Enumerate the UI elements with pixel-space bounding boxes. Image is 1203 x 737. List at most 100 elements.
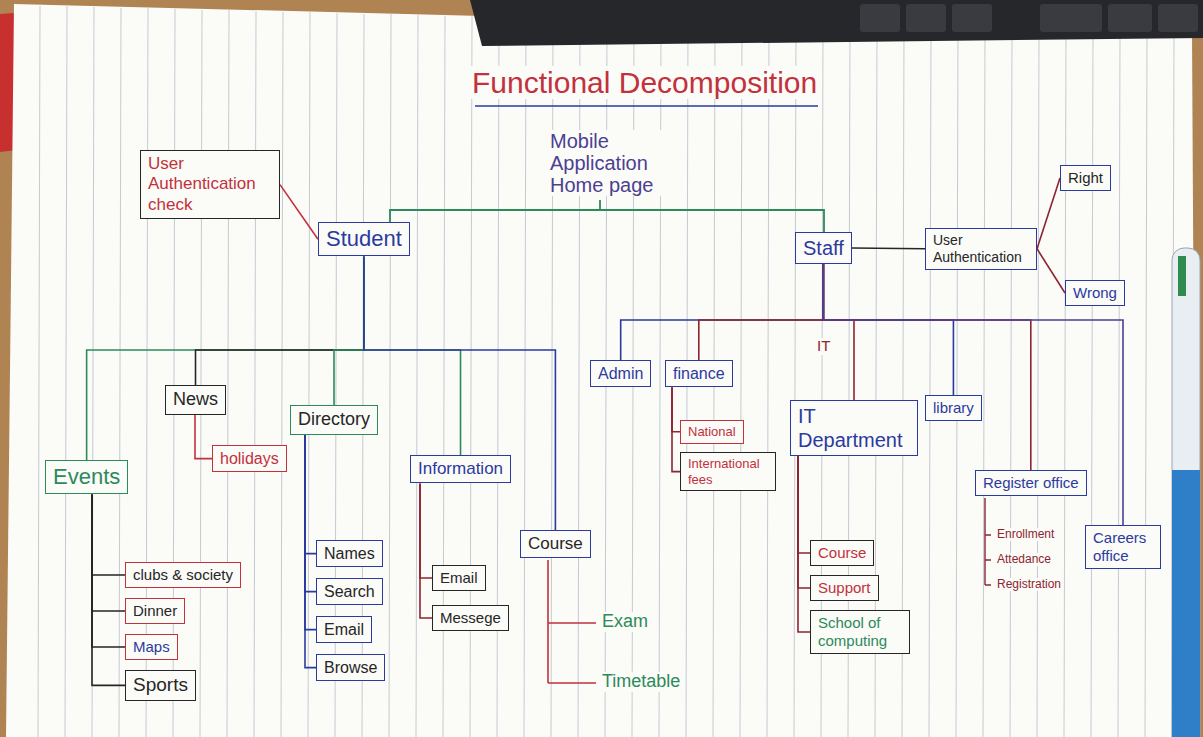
box-text: Names <box>324 544 375 563</box>
key <box>1040 4 1102 32</box>
paper-rule <box>65 6 67 737</box>
process-box: Browse <box>316 654 385 681</box>
box-text: Email <box>324 620 364 639</box>
course-leader-lines <box>548 560 596 683</box>
connector-line <box>364 256 461 455</box>
register-leader-lines <box>985 498 991 585</box>
box-text: Directory <box>298 409 370 431</box>
paper-rule <box>659 21 661 737</box>
paper-rule <box>38 6 40 737</box>
connector-line <box>305 435 316 668</box>
connector-line <box>92 494 125 685</box>
paper-rule <box>929 28 931 737</box>
process-box: News <box>165 385 226 415</box>
box-text: Messege <box>440 609 501 627</box>
branch-label: IT <box>815 338 832 355</box>
paper-rule <box>281 12 283 737</box>
connector-line <box>420 483 432 618</box>
box-text: holidays <box>220 449 279 468</box>
process-box: Email <box>432 565 486 591</box>
connector-line <box>823 264 953 395</box>
process-box: School of computing <box>810 610 910 654</box>
connector-line <box>852 247 925 249</box>
connector-line <box>823 264 854 400</box>
process-box: Information <box>410 455 511 483</box>
process-box: Course <box>520 530 591 558</box>
key <box>952 4 992 32</box>
box-text: Dinner <box>133 602 177 620</box>
process-box: Register office <box>975 470 1087 496</box>
paper-rule <box>1010 30 1012 737</box>
connector-line <box>798 456 810 632</box>
home-branch-line <box>390 200 824 232</box>
process-box: holidays <box>212 445 287 472</box>
connector-line <box>305 435 316 592</box>
connector-line <box>364 256 555 530</box>
connector-line <box>420 483 432 578</box>
box-text: clubs & society <box>133 566 233 584</box>
process-box: Support <box>810 575 879 601</box>
keyboard <box>470 0 1203 46</box>
box-text: Staff <box>803 236 844 260</box>
paper-rule <box>1118 32 1120 737</box>
process-box: Maps <box>125 634 178 660</box>
title-underline <box>475 105 818 106</box>
paper-rule <box>983 29 985 737</box>
connector-line <box>305 435 316 630</box>
leaf-label: Enrollment <box>995 528 1056 541</box>
process-box: clubs & society <box>125 562 241 588</box>
box-text: International fees <box>688 456 768 487</box>
process-box: Student <box>318 222 410 256</box>
paper-rule <box>254 11 256 737</box>
connector-line <box>621 264 824 360</box>
box-text: Register office <box>983 474 1079 492</box>
box-text: User Authentication check <box>148 154 272 215</box>
connector-line <box>92 494 125 647</box>
paper-rule <box>389 14 391 737</box>
process-box: User Authentication <box>925 228 1037 270</box>
box-text: Course <box>818 544 866 562</box>
paper-rule <box>740 23 742 737</box>
paper-rule <box>173 9 175 737</box>
box-text: Maps <box>133 638 170 656</box>
paper-rule <box>1064 31 1066 737</box>
process-box: Wrong <box>1065 280 1125 306</box>
process-box: Messege <box>432 605 509 631</box>
paper-sheet <box>6 4 1196 737</box>
process-box: Dinner <box>125 598 185 624</box>
box-text: library <box>933 399 974 417</box>
connector-line <box>305 435 316 554</box>
box-text: IT Department <box>798 404 910 452</box>
leaf-label: Timetable <box>600 672 682 692</box>
process-box: Sports <box>125 670 196 701</box>
paper-rule <box>308 12 310 737</box>
process-box: Right <box>1060 165 1111 191</box>
box-text: National <box>688 424 736 440</box>
paper-rule <box>119 8 121 737</box>
pen-clip <box>1178 256 1186 296</box>
connector-line <box>1037 178 1060 249</box>
box-text: Support <box>818 579 871 597</box>
pen-grip <box>1172 470 1200 737</box>
box-text: Admin <box>598 364 643 383</box>
process-box: Careers office <box>1085 525 1161 569</box>
connector-line <box>92 494 125 611</box>
process-box: User Authentication check <box>140 150 280 219</box>
process-box: finance <box>665 360 733 387</box>
process-box: Course <box>810 540 874 566</box>
process-box: library <box>925 395 982 421</box>
paper-rule <box>767 24 769 737</box>
box-text: School of computing <box>818 614 902 650</box>
paper-rule <box>1037 30 1039 737</box>
key <box>906 4 946 32</box>
paper-rule <box>416 15 418 737</box>
process-box: Admin <box>590 360 651 387</box>
paper-rule <box>200 10 202 737</box>
box-text: finance <box>673 364 725 383</box>
box-text: Careers office <box>1093 529 1153 565</box>
box-text: Email <box>440 569 478 587</box>
leaf-label: Attedance <box>995 553 1053 566</box>
process-box: Directory <box>290 405 378 435</box>
